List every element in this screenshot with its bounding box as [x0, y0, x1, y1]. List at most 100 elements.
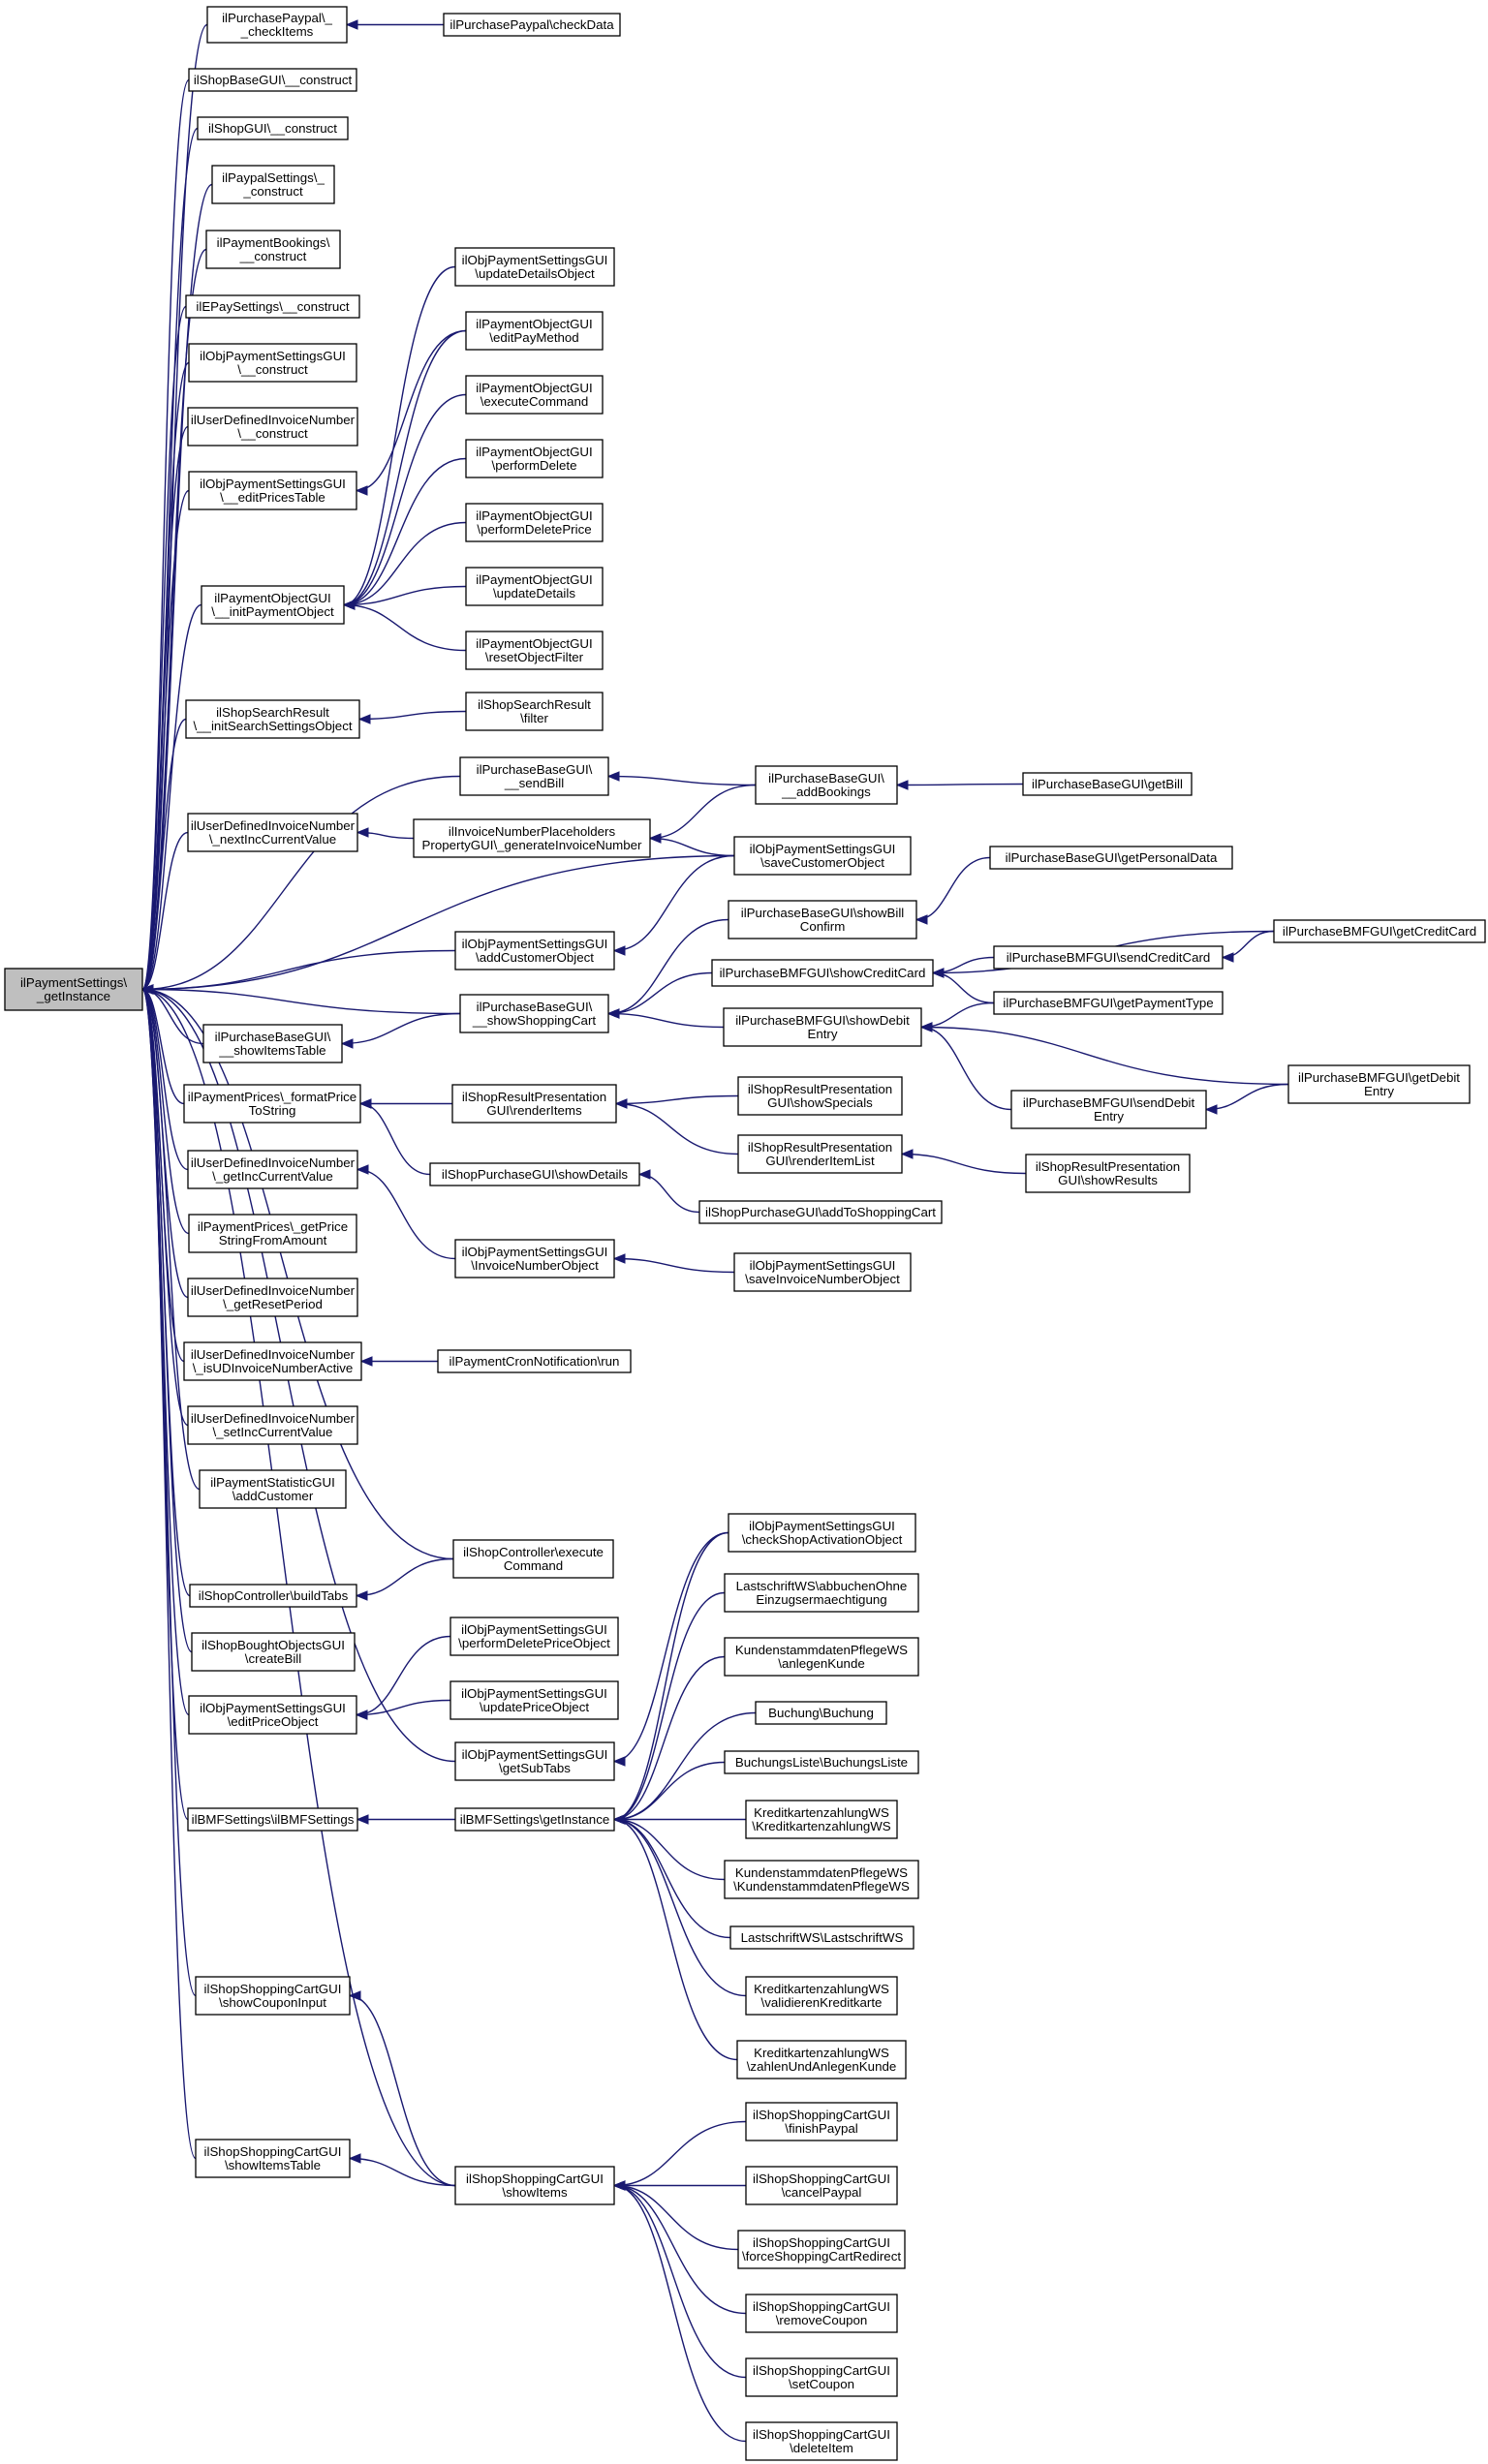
node-sbog-cb[interactable]: ilShopBoughtObjectsGUI\createBill	[191, 1632, 356, 1672]
node-label-line: ilPaymentObjectGUI	[476, 317, 592, 331]
node-psg-ac[interactable]: ilPaymentStatisticGUI\addCustomer	[199, 1469, 347, 1509]
node-pog-epm[interactable]: ilPaymentObjectGUI\editPayMethod	[465, 311, 604, 351]
node-paypalset-c[interactable]: ilPaypalSettings\__construct	[211, 165, 335, 204]
node-pog-pdp[interactable]: ilPaymentObjectGUI\performDeletePrice	[465, 503, 604, 542]
node-pp-checkData[interactable]: ilPurchasePaypal\checkData	[443, 13, 621, 37]
node-label-line: \_setIncCurrentValue	[213, 1425, 333, 1439]
node-label-line: ilBMFSettings\ilBMFSettings	[192, 1812, 355, 1827]
node-sscg-fp[interactable]: ilShopShoppingCartGUI\finishPaypal	[745, 2102, 898, 2141]
node-ops-sino[interactable]: ilObjPaymentSettingsGUI\saveInvoiceNumbe…	[733, 1252, 912, 1292]
node-pp-check[interactable]: ilPurchasePaypal\__checkItems	[206, 6, 348, 44]
node-pog-exec[interactable]: ilPaymentObjectGUI\executeCommand	[465, 375, 604, 415]
node-bmf-getcc[interactable]: ilPurchaseBMFGUI\getCreditCard	[1273, 919, 1486, 943]
node-srp-ril[interactable]: ilShopResultPresentationGUI\renderItemLi…	[737, 1134, 903, 1174]
node-label-line: \_nextIncCurrentValue	[209, 832, 336, 847]
node-bmfs-c[interactable]: ilBMFSettings\ilBMFSettings	[187, 1807, 358, 1832]
node-sscg-di[interactable]: ilShopShoppingCartGUI\deleteItem	[745, 2421, 898, 2461]
node-label-line: ilPurchaseBMFGUI\getDebit	[1298, 1070, 1460, 1085]
node-spg-atsc[interactable]: ilShopPurchaseGUI\addToShoppingCart	[698, 1200, 943, 1224]
node-ops-gst[interactable]: ilObjPaymentSettingsGUI\getSubTabs	[454, 1741, 615, 1781]
node-label-line: \editPriceObject	[228, 1714, 319, 1729]
node-ops-upo[interactable]: ilObjPaymentSettingsGUI\updatePriceObjec…	[450, 1680, 619, 1720]
node-label-line: \createBill	[245, 1651, 301, 1666]
node-bl[interactable]: BuchungsListe\BuchungsListe	[724, 1750, 919, 1774]
node-ops-pdpo[interactable]: ilObjPaymentSettingsGUI\performDeletePri…	[450, 1617, 619, 1656]
node-sscg-cp[interactable]: ilShopShoppingCartGUI\cancelPaypal	[745, 2166, 898, 2205]
node-bmf-sendcc[interactable]: ilPurchaseBMFGUI\sendCreditCard	[993, 945, 1224, 970]
node-kkz-vk[interactable]: KreditkartenzahlungWS\validierenKreditka…	[745, 1976, 898, 2016]
node-ssr-init[interactable]: ilShopSearchResult\__initSearchSettingsO…	[185, 699, 360, 739]
node-inpp[interactable]: ilInvoiceNumberPlaceholdersPropertyGUI\_…	[413, 818, 651, 858]
node-ops-csao[interactable]: ilObjPaymentSettingsGUI\checkShopActivat…	[728, 1513, 916, 1553]
node-shopbase-c[interactable]: ilShopBaseGUI\__construct	[188, 68, 357, 92]
node-sscg-rc[interactable]: ilShopShoppingCartGUI\removeCoupon	[745, 2294, 898, 2333]
node-sscg-sc[interactable]: ilShopShoppingCartGUI\setCoupon	[745, 2357, 898, 2397]
node-sscg-si[interactable]: ilShopShoppingCartGUI\showItems	[454, 2166, 615, 2205]
edge-sscg-sc-to-sscg-si	[612, 2180, 747, 2379]
node-label-line: ilShopGUI\__construct	[208, 121, 337, 136]
node-kkz[interactable]: KreditkartenzahlungWS\Kreditkartenzahlun…	[745, 1800, 898, 1839]
node-pbg-ssc[interactable]: ilPurchaseBaseGUI\__showShoppingCart	[459, 994, 609, 1033]
node-bmfs-gi[interactable]: ilBMFSettings\getInstance	[454, 1807, 615, 1832]
node-lws[interactable]: LastschriftWS\LastschriftWS	[729, 1925, 914, 1950]
node-label-line: ilUserDefinedInvoiceNumber	[191, 818, 356, 833]
node-pbg-sendbill[interactable]: ilPurchaseBaseGUI\__sendBill	[459, 756, 609, 796]
node-kpws-ak[interactable]: KundenstammdatenPflegeWS\anlegenKunde	[724, 1637, 919, 1677]
node-udin-next[interactable]: ilUserDefinedInvoiceNumber\_nextIncCurre…	[187, 813, 358, 852]
node-pog-ud[interactable]: ilPaymentObjectGUI\updateDetails	[465, 567, 604, 606]
node-udin-c[interactable]: ilUserDefinedInvoiceNumber\__construct	[187, 407, 358, 447]
node-pbg-gpd[interactable]: ilPurchaseBaseGUI\getPersonalData	[989, 846, 1233, 870]
node-spg-sd[interactable]: ilShopPurchaseGUI\showDetails	[429, 1162, 640, 1186]
node-pbg-addb[interactable]: ilPurchaseBaseGUI\__addBookings	[755, 765, 898, 805]
node-pbg-sit[interactable]: ilPurchaseBaseGUI\__showItemsTable	[202, 1024, 343, 1063]
node-epay-c[interactable]: ilEPaySettings\__construct	[185, 294, 360, 319]
node-root[interactable]: ilPaymentSettings\_getInstance	[4, 968, 143, 1011]
node-shopgui-c[interactable]: ilShopGUI\__construct	[197, 116, 349, 140]
node-ops-sco[interactable]: ilObjPaymentSettingsGUI\saveCustomerObje…	[733, 836, 912, 876]
node-bmf-gpt[interactable]: ilPurchaseBMFGUI\getPaymentType	[993, 991, 1224, 1015]
node-sscg-sit[interactable]: ilShopShoppingCartGUI\showItemsTable	[195, 2139, 351, 2178]
node-ops-epo[interactable]: ilObjPaymentSettingsGUI\editPriceObject	[188, 1695, 357, 1735]
node-udin-get[interactable]: ilUserDefinedInvoiceNumber\_getIncCurren…	[187, 1150, 358, 1189]
node-bmf-scc[interactable]: ilPurchaseBMFGUI\showCreditCard	[711, 959, 934, 987]
node-label-line: Buchung\Buchung	[768, 1706, 874, 1720]
node-sscg-sci[interactable]: ilShopShoppingCartGUI\showCouponInput	[195, 1976, 351, 2016]
node-buchung[interactable]: Buchung\Buchung	[755, 1701, 887, 1725]
node-sc-exec[interactable]: ilShopController\executeCommand	[452, 1539, 614, 1579]
node-udin-grp[interactable]: ilUserDefinedInvoiceNumber\_getResetPeri…	[187, 1278, 358, 1317]
node-paybook-c[interactable]: ilPaymentBookings\__construct	[205, 230, 341, 269]
node-kpws[interactable]: KundenstammdatenPflegeWS\Kundenstammdate…	[724, 1860, 919, 1899]
node-label-line: ilPaypalSettings\_	[222, 170, 325, 185]
node-pog-init[interactable]: ilPaymentObjectGUI\__initPaymentObject	[201, 585, 345, 625]
node-ops-ino[interactable]: ilObjPaymentSettingsGUI\InvoiceNumberObj…	[454, 1239, 615, 1278]
node-label-line: ilShopSearchResult	[216, 705, 329, 720]
node-pog-rof[interactable]: ilPaymentObjectGUI\resetObjectFilter	[465, 631, 604, 670]
node-pp-gps[interactable]: ilPaymentPrices\_getPriceStringFromAmoun…	[188, 1214, 357, 1253]
node-sscg-fscr[interactable]: ilShopShoppingCartGUI\forceShoppingCartR…	[737, 2230, 906, 2269]
node-objpay-c[interactable]: ilObjPaymentSettingsGUI\__construct	[188, 343, 357, 383]
node-lws-abb[interactable]: LastschriftWS\abbuchenOhneEinzugsermaech…	[724, 1573, 919, 1613]
node-pog-pdel[interactable]: ilPaymentObjectGUI\performDelete	[465, 439, 604, 478]
node-ops-aco[interactable]: ilObjPaymentSettingsGUI\addCustomerObjec…	[454, 931, 615, 970]
node-kkz-zak[interactable]: KreditkartenzahlungWS\zahlenUndAnlegenKu…	[736, 2040, 907, 2079]
node-pcn-run[interactable]: ilPaymentCronNotification\run	[437, 1349, 632, 1373]
node-objpay-ept[interactable]: ilObjPaymentSettingsGUI\__editPricesTabl…	[188, 471, 357, 510]
node-udin-isud[interactable]: ilUserDefinedInvoiceNumber\_isUDInvoiceN…	[183, 1341, 362, 1381]
node-sc-bt[interactable]: ilShopController\buildTabs	[189, 1584, 357, 1608]
node-ssr-filter[interactable]: ilShopSearchResult\filter	[465, 692, 604, 731]
edge-ops-sco-to-ops-aco	[612, 854, 735, 956]
node-udin-set[interactable]: ilUserDefinedInvoiceNumber\_setIncCurren…	[187, 1405, 358, 1445]
node-label-line: ilShopPurchaseGUI\addToShoppingCart	[705, 1205, 936, 1219]
node-label-line: Entry	[1364, 1084, 1394, 1098]
node-pbg-getbill[interactable]: ilPurchaseBaseGUI\getBill	[1022, 772, 1193, 796]
node-ops-udo[interactable]: ilObjPaymentSettingsGUI\updateDetailsObj…	[454, 247, 615, 287]
